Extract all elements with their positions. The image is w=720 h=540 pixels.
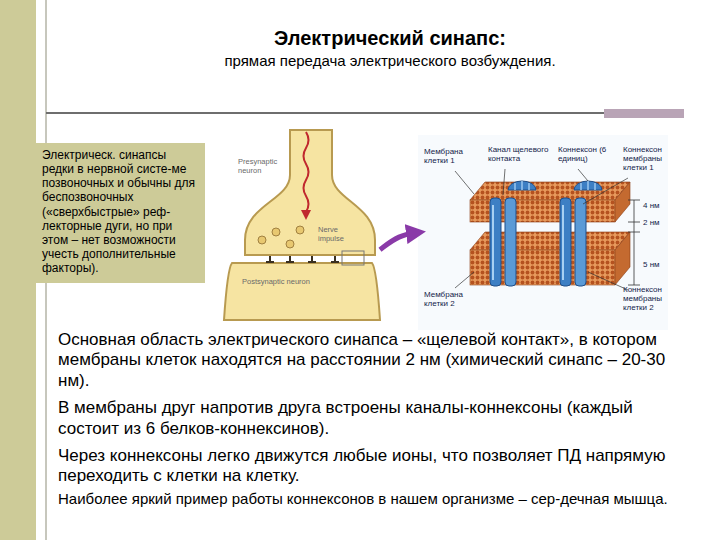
slide-title: Электрический синапс: — [180, 26, 600, 50]
connexon-column — [490, 198, 501, 286]
connexon-dome — [508, 181, 536, 190]
body-text: Через коннексоны легко движутся любые ио… — [58, 446, 678, 487]
impulse-head — [301, 210, 311, 220]
leader-lines — [455, 169, 628, 290]
part-label: 2 нм — [643, 218, 669, 227]
connexon-stripes — [581, 181, 595, 190]
part-label: Канал щелевого контакта — [488, 145, 550, 163]
connexon-stripes — [515, 181, 529, 190]
connexon-column — [505, 198, 516, 286]
postsynaptic-cell — [224, 263, 380, 320]
link-arrow — [380, 233, 418, 250]
note-text: Электрическ. синапсы редки в нервной сис… — [42, 148, 199, 275]
vesicle — [258, 236, 266, 244]
vesicle — [286, 240, 294, 248]
note-box: Электрическ. синапсы редки в нервной сис… — [36, 143, 205, 283]
vesicle — [272, 228, 280, 236]
vesicle — [296, 226, 304, 234]
part-label: Коннексон мембраны клетки 1 — [623, 145, 670, 173]
side-bar — [0, 0, 36, 540]
zoom-frame — [342, 251, 364, 265]
part-label: Presynaptic neuron — [238, 158, 290, 175]
synapse-picture-panel: Presynaptic neuronNerve impulsePostsynap… — [220, 130, 380, 320]
connexon-highlight — [493, 205, 563, 280]
presynaptic-terminal — [245, 130, 375, 255]
body-text: Наиболее яркий пример работы коннексонов… — [58, 490, 678, 508]
connexon-dome — [574, 181, 602, 190]
part-label: Мембрана клетки 1 — [424, 147, 476, 165]
header-rule — [46, 112, 684, 114]
dimension-ticks — [628, 200, 640, 285]
receptor-marks — [266, 256, 339, 262]
part-label: 4 нм — [643, 201, 669, 210]
picture-ground — [220, 130, 380, 320]
membrane-side — [615, 232, 630, 285]
part-label: Nerve impulse — [318, 226, 360, 243]
connexon-column — [560, 198, 571, 286]
synapse-picture — [220, 130, 380, 320]
part-label: Коннексон мембраны клетки 2 — [623, 285, 670, 313]
gap-junction-panel: Мембрана клетки 1 Канал щелевого контакта… — [418, 135, 670, 330]
part-label: Коннексон (6 единиц) — [558, 145, 616, 163]
part-label: 5 нм — [643, 260, 669, 269]
part-label: Postsynaptic neuron — [242, 278, 342, 287]
membrane-side — [615, 182, 630, 222]
header-accent — [604, 109, 684, 118]
body-text: Основная область электрического синапса … — [58, 330, 678, 391]
body-text: В мембраны друг напротив друга встроены … — [58, 398, 678, 439]
part-label: Мембрана клетки 2 — [424, 290, 476, 308]
nerve-impulse-line — [304, 132, 309, 214]
connexon-column — [575, 198, 586, 286]
subtitle: прямая передача электрического возбужден… — [160, 52, 620, 70]
